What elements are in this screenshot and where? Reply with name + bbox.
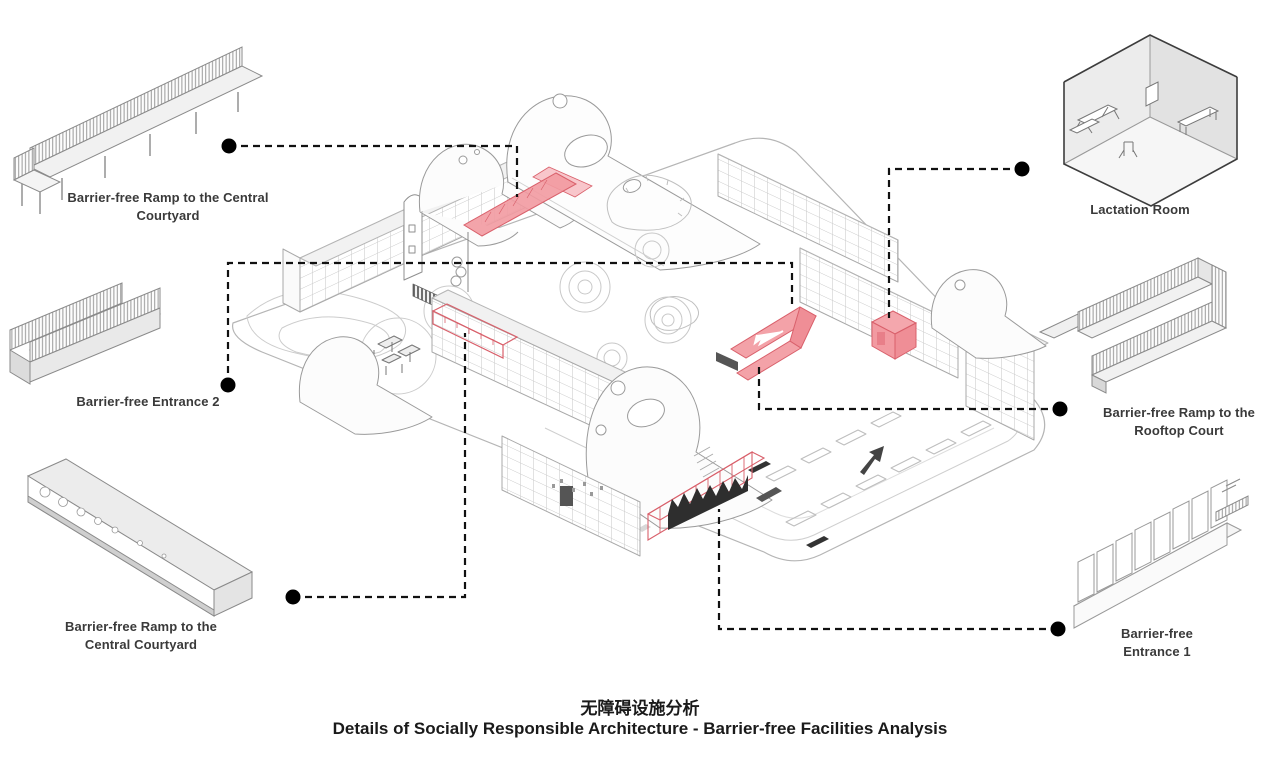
highlight-entrance-1 (646, 451, 766, 541)
vault-right (930, 269, 1047, 359)
figure-entrance-1 (1072, 478, 1249, 629)
figure-ramp-central-1 (12, 46, 264, 214)
leader-dots (220, 138, 1068, 637)
people-marks (552, 479, 603, 496)
direction-arrows (748, 446, 884, 548)
diagram-title-chinese: 无障碍设施分析 (580, 699, 700, 718)
leader-entrance-2 (226, 261, 794, 385)
highlight-lactation-room (870, 310, 918, 360)
callout-label-ramp-central-1: Barrier-free Ramp to the Central Courtya… (67, 190, 269, 223)
highlight-ramp-central-2 (431, 303, 519, 359)
figure-ramp-rooftop (1038, 257, 1228, 394)
leader-dot (220, 377, 236, 393)
highlight-ramp-central-1 (463, 166, 593, 237)
leader-dot (221, 138, 237, 154)
callout-label-entrance-1: Barrier-free Entrance 1 (1120, 626, 1193, 659)
rooftop-courts (606, 174, 699, 331)
diagram-title-english: Details of Socially Responsible Architec… (332, 719, 948, 738)
furniture (1068, 81, 1220, 159)
leader-ramp-rooftop (757, 366, 1060, 411)
highlight-ramp-rooftop (716, 306, 817, 381)
tower (403, 194, 423, 281)
figure-ramp-central-2 (26, 458, 254, 617)
callout-label-entrance-2: Barrier-free Entrance 2 (76, 394, 220, 409)
leader-dot (1014, 161, 1030, 177)
callout-label-ramp-rooftop: Barrier-free Ramp to the Rooftop Court (1103, 405, 1255, 438)
facade-back-wing-end (282, 248, 301, 313)
roof-back-right (717, 153, 899, 241)
building-axonometric (231, 93, 1049, 562)
leader-dot (285, 589, 301, 605)
leader-lactation-room (887, 167, 1022, 318)
front-door (560, 486, 573, 506)
parking-stalls (765, 393, 1014, 527)
callout-label-ramp-central-2: Barrier-free Ramp to the Central Courtya… (65, 619, 217, 652)
leader-dot (1052, 401, 1068, 417)
highlight-elements (431, 166, 918, 541)
leader-lines (226, 144, 1060, 631)
figure-entrance-2 (9, 282, 162, 385)
leader-entrance-1 (717, 509, 1058, 631)
leader-ramp-central-2 (293, 333, 467, 599)
leader-ramp-central-1 (229, 144, 519, 197)
callout-label-lactation-room: Lactation Room (1090, 202, 1190, 217)
vault-front-left (298, 336, 433, 435)
leader-dot (1050, 621, 1066, 637)
figure-lactation-room (1062, 34, 1239, 207)
